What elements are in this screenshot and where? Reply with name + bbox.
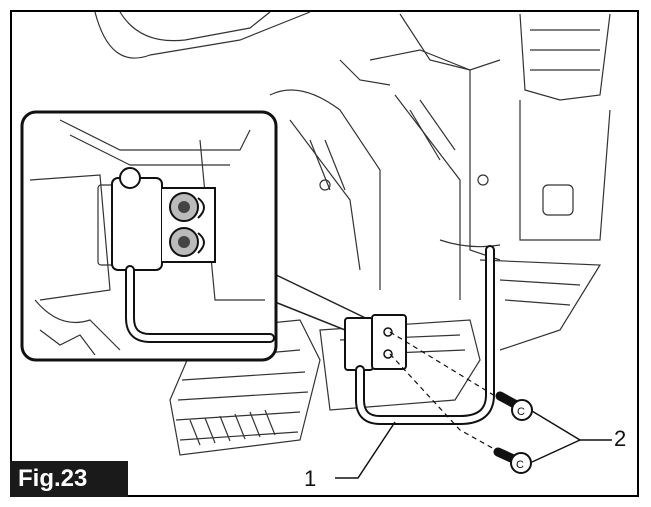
svg-text:C: C	[516, 459, 524, 471]
pipe-assembly	[344, 245, 506, 456]
screws: C C	[493, 391, 533, 474]
callout-2: 2	[614, 426, 627, 451]
svg-text:C: C	[517, 406, 525, 418]
callout-1: 1	[304, 466, 317, 491]
figure-label: Fig.23	[10, 461, 128, 497]
leader-lines	[335, 410, 612, 479]
machine-body	[94, 11, 611, 456]
detail-inset	[20, 110, 383, 362]
